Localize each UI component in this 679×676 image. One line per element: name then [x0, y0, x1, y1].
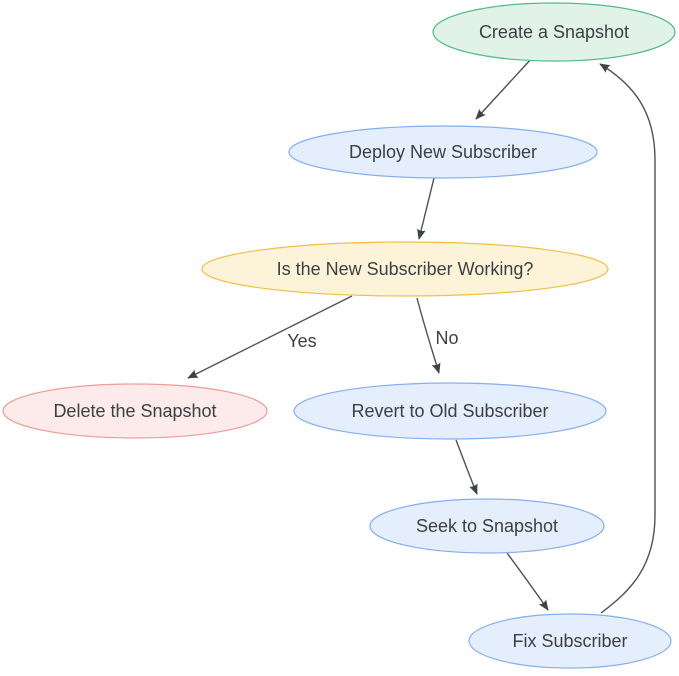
node-is-subscriber-working — [201, 241, 609, 297]
edge-revert-to-seek — [455, 439, 478, 495]
edge-seek-to-fix — [506, 552, 549, 611]
node-label-create-snapshot: Create a Snapshot — [479, 22, 629, 42]
node-label-deploy-new-subscriber: Deploy New Subscriber — [349, 142, 537, 162]
node-revert-old-subscriber — [293, 382, 607, 440]
node-label-delete-snapshot: Delete the Snapshot — [53, 401, 216, 421]
edge-create-to-deploy — [475, 57, 533, 120]
edge-fix-to-create — [599, 63, 656, 614]
node-label-seek-to-snapshot: Seek to Snapshot — [416, 516, 558, 536]
node-label-revert-old-subscriber: Revert to Old Subscriber — [351, 401, 548, 421]
node-seek-to-snapshot — [369, 498, 605, 554]
edge-deploy-to-working — [417, 177, 435, 240]
edge-labels-layer: Yes No — [287, 328, 458, 351]
edge-label-working-to-delete: Yes — [287, 331, 316, 351]
node-fix-subscriber — [468, 613, 672, 669]
edges-layer — [187, 57, 656, 614]
node-label-is-subscriber-working: Is the New Subscriber Working? — [277, 259, 534, 279]
node-deploy-new-subscriber — [288, 125, 598, 179]
node-create-snapshot — [432, 2, 676, 62]
node-label-fix-subscriber: Fix Subscriber — [512, 631, 627, 651]
edge-working-to-revert — [416, 297, 441, 374]
edge-label-working-to-revert: No — [435, 328, 458, 348]
node-delete-snapshot — [2, 383, 268, 439]
edge-working-to-delete — [187, 295, 353, 379]
